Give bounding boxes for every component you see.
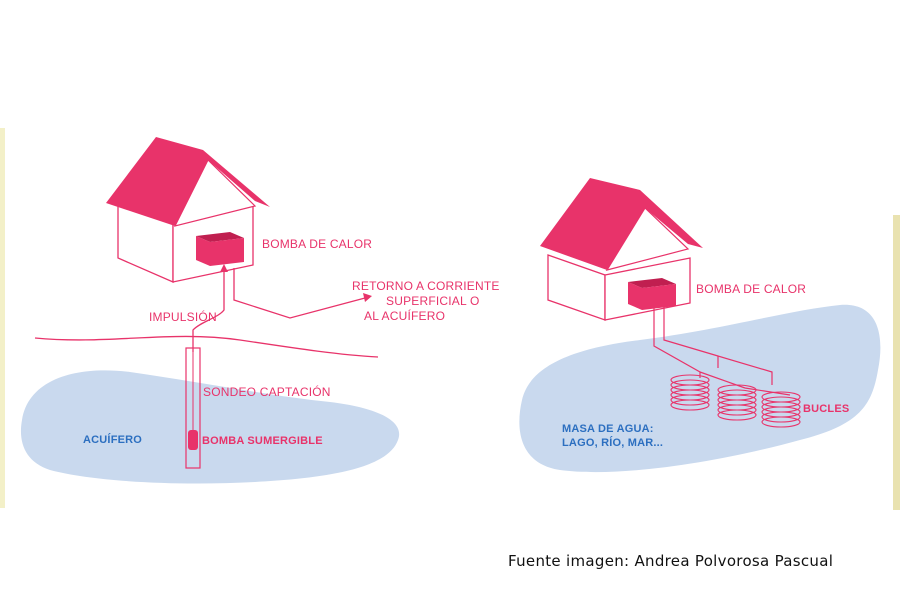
- coil-3: [761, 391, 801, 428]
- image-source-caption: Fuente imagen: Andrea Polvorosa Pascual: [508, 552, 834, 570]
- heat-pump-box-front: [628, 282, 642, 310]
- borehole-casing: [185, 347, 201, 469]
- heat-pump-box-top: [196, 232, 244, 242]
- loops-label: BUCLES: [803, 403, 849, 415]
- impulsion-pipe: [192, 270, 225, 352]
- water-body: [519, 304, 881, 473]
- return-pipe: [233, 268, 366, 319]
- coil-1: [670, 374, 710, 411]
- submersible-pump: [188, 430, 198, 450]
- heat-pump-box-top: [628, 278, 676, 288]
- house-gable: [605, 207, 690, 271]
- left-heat-pump-label: BOMBA DE CALOR: [262, 237, 372, 251]
- house-gable: [173, 158, 257, 227]
- return-label-line-1: RETORNO A CORRIENTE: [352, 279, 500, 293]
- heat-pump-box-side: [210, 238, 244, 266]
- right-heat-pump-label: BOMBA DE CALOR: [696, 282, 806, 296]
- left-edge-tint: [0, 128, 5, 508]
- return-label-line-2: SUPERFICIAL O: [386, 294, 480, 308]
- loop-return-pipe: [663, 306, 773, 385]
- return-arrow: [363, 293, 372, 302]
- house-roof: [106, 137, 270, 226]
- impulsion-arrow: [220, 264, 228, 272]
- left-house: [106, 137, 270, 283]
- borehole-label: SONDEO CAPTACIÓN: [203, 384, 331, 399]
- ground-line: [34, 335, 379, 358]
- right-edge-tint: [893, 215, 900, 510]
- house-roof: [540, 178, 703, 270]
- heat-pump-box-front: [196, 236, 210, 266]
- aquifer-water: [20, 370, 400, 484]
- submersible-pump-label: BOMBA SUMERGIBLE: [202, 435, 323, 447]
- right-panel: BOMBA DE CALOR MASA DE AGUA: LAGO, RÍO, …: [519, 178, 881, 473]
- left-panel: BOMBA DE CALOR RETORNO A CORRIENTE SUPER…: [20, 137, 500, 484]
- water-body-label-line-1: MASA DE AGUA:: [562, 423, 654, 435]
- impulsion-label: IMPULSIÓN: [149, 309, 217, 324]
- right-house: [540, 178, 703, 321]
- coil-2: [717, 384, 757, 421]
- heat-pump-box-side: [642, 284, 676, 310]
- return-label-line-3: AL ACUÍFERO: [364, 308, 445, 323]
- water-body-label-line-2: LAGO, RÍO, MAR...: [562, 436, 663, 449]
- aquifer-label: ACUÍFERO: [83, 433, 142, 446]
